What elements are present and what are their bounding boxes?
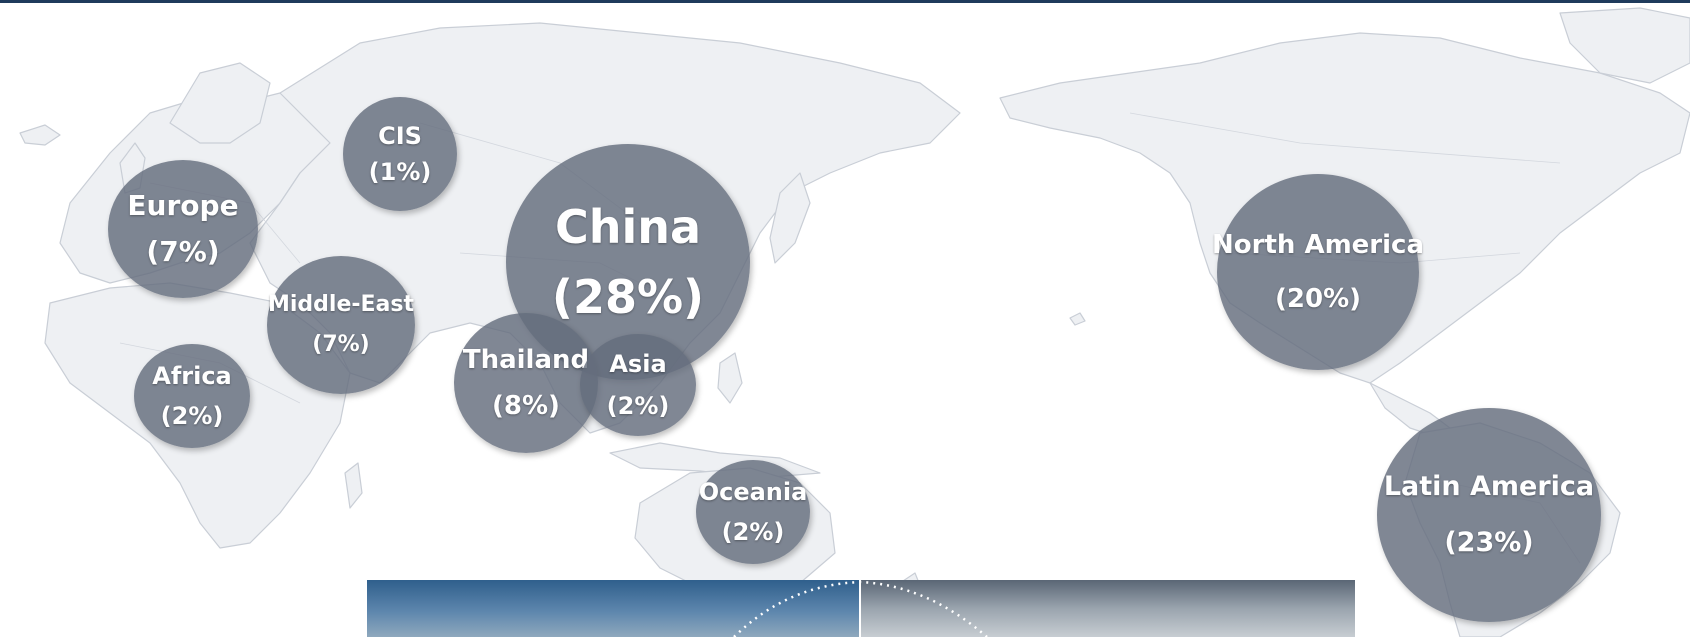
region-name: Oceania xyxy=(698,478,808,506)
region-bubble-cis: CIS (1%) xyxy=(343,97,457,211)
greenland-landmass xyxy=(1559,7,1690,84)
region-bubble-latin-america: Latin America (23%) xyxy=(1377,408,1601,622)
region-bubble-middle-east: Middle-East (7%) xyxy=(267,256,415,394)
cargo-ship-photo xyxy=(367,580,859,637)
region-percent: (28%) xyxy=(551,270,705,324)
photo-divider xyxy=(859,580,861,637)
region-name: Europe xyxy=(127,189,239,222)
region-bubble-africa: Africa (2%) xyxy=(134,344,250,448)
region-percent: (8%) xyxy=(492,391,560,421)
region-percent: (20%) xyxy=(1275,284,1361,314)
region-name: Africa xyxy=(152,362,232,390)
japan-landmass xyxy=(769,172,811,264)
region-bubble-thailand: Thailand (8%) xyxy=(454,313,598,453)
region-name: Middle-East xyxy=(267,292,414,317)
region-bubble-oceania: Oceania (2%) xyxy=(696,460,810,564)
region-bubble-asia: Asia (2%) xyxy=(580,334,696,436)
region-name: Thailand xyxy=(462,345,590,375)
region-bubble-europe: Europe (7%) xyxy=(108,160,258,298)
region-percent: (1%) xyxy=(368,158,432,186)
region-percent: (2%) xyxy=(721,518,785,546)
madagascar-landmass xyxy=(344,462,363,509)
photo-strip xyxy=(367,580,1355,637)
region-name: China xyxy=(554,200,702,254)
region-percent: (23%) xyxy=(1444,527,1534,558)
hawaii-landmass xyxy=(1069,312,1086,326)
dotted-arc xyxy=(733,580,988,637)
region-name: CIS xyxy=(378,122,422,150)
region-bubble-north-america: North America (20%) xyxy=(1212,174,1424,370)
region-name: Latin America xyxy=(1383,471,1595,502)
airport-photo xyxy=(861,580,1355,637)
region-percent: (2%) xyxy=(160,402,224,430)
region-percent: (7%) xyxy=(312,332,370,357)
border-line xyxy=(1129,112,1561,164)
region-percent: (2%) xyxy=(606,392,670,420)
iceland-landmass xyxy=(19,124,61,146)
region-percent: (7%) xyxy=(146,235,220,268)
region-name: North America xyxy=(1212,230,1424,260)
scandinavia-landmass xyxy=(169,62,271,144)
top-rule xyxy=(0,0,1690,3)
region-name: Asia xyxy=(609,350,667,378)
philippines-landmass xyxy=(717,352,743,404)
